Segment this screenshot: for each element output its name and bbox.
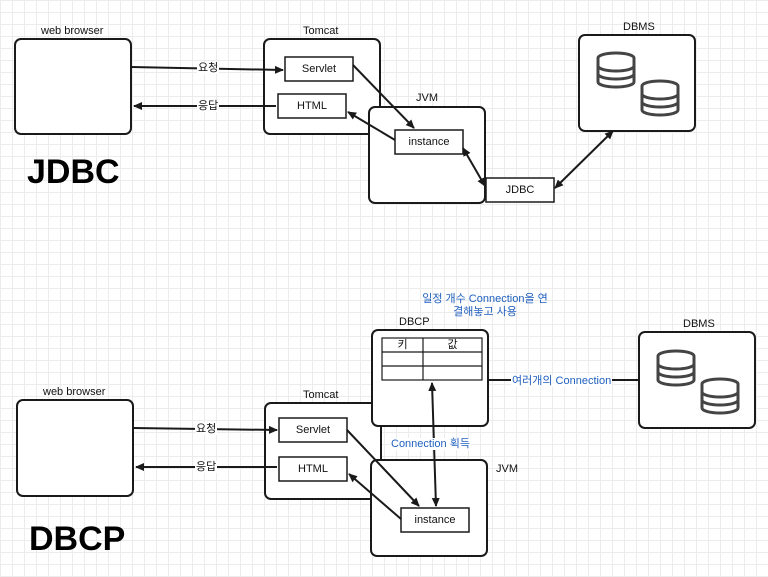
dbcp-web-browser-label: web browser (43, 386, 106, 398)
dbcp-request-label: 요청 (195, 423, 218, 435)
jdbc-driver-dbms-arrow (554, 130, 614, 189)
dbcp-pool-note-line2: 결해놓고 사용 (453, 306, 517, 318)
jdbc-servlet-label: Servlet (301, 63, 337, 75)
jdbc-servlet-instance-arrow (352, 64, 415, 129)
jdbc-database-icon-1 (596, 51, 636, 89)
jdbc-web-browser-label: web browser (41, 25, 104, 37)
dbcp-table-value-header: 값 (447, 339, 458, 351)
dbcp-database-icon-2 (700, 377, 740, 415)
jdbc-dbms-label: DBMS (623, 21, 655, 33)
dbcp-database-icon-1 (656, 349, 696, 387)
dbcp-response-label: 응답 (195, 461, 218, 473)
jdbc-title: JDBC (27, 153, 120, 191)
jdbc-request-label: 요청 (197, 62, 220, 74)
dbcp-servlet-instance-arrow (346, 429, 420, 507)
jdbc-jvm-label: JVM (416, 92, 438, 104)
dbcp-tomcat-label: Tomcat (303, 389, 339, 401)
jdbc-instance-html-arrow (347, 111, 396, 141)
dbcp-web-browser-box (16, 399, 134, 497)
dbcp-pool-label: DBCP (399, 316, 430, 328)
jdbc-response-label: 응답 (197, 100, 220, 112)
dbcp-instance-html-arrow (348, 473, 402, 520)
dbcp-html-label: HTML (298, 463, 328, 475)
jdbc-database-icon-2 (640, 79, 680, 117)
dbcp-dbms-box (638, 331, 756, 429)
jdbc-driver-label: JDBC (505, 184, 535, 196)
dbcp-instance-box (400, 507, 470, 533)
dbcp-html-box (278, 456, 348, 482)
dbcp-acquire-label: Connection 획득 (390, 438, 471, 450)
jdbc-html-box (277, 93, 347, 119)
jdbc-instance-box (394, 129, 464, 155)
dbcp-multi-connection-label: 여러개의 Connection (511, 375, 613, 387)
dbcp-instance-label: instance (414, 514, 456, 526)
jdbc-instance-label: instance (408, 136, 450, 148)
dbcp-pool-note-line1: 일정 개수 Connection을 연 (422, 293, 548, 305)
dbcp-dbms-label: DBMS (683, 318, 715, 330)
jdbc-web-browser-box (14, 38, 132, 135)
dbcp-servlet-label: Servlet (295, 424, 331, 436)
dbcp-title: DBCP (29, 520, 126, 558)
dbcp-connection-table (381, 337, 483, 381)
dbcp-jvm-label: JVM (496, 463, 518, 475)
dbcp-table-key-header: 키 (397, 339, 408, 351)
jdbc-tomcat-label: Tomcat (303, 25, 339, 37)
jdbc-servlet-box (284, 56, 354, 82)
jdbc-html-label: HTML (297, 100, 327, 112)
dbcp-servlet-box (278, 417, 348, 443)
jdbc-driver-box (485, 177, 555, 203)
jdbc-instance-driver-arrow (462, 147, 486, 187)
